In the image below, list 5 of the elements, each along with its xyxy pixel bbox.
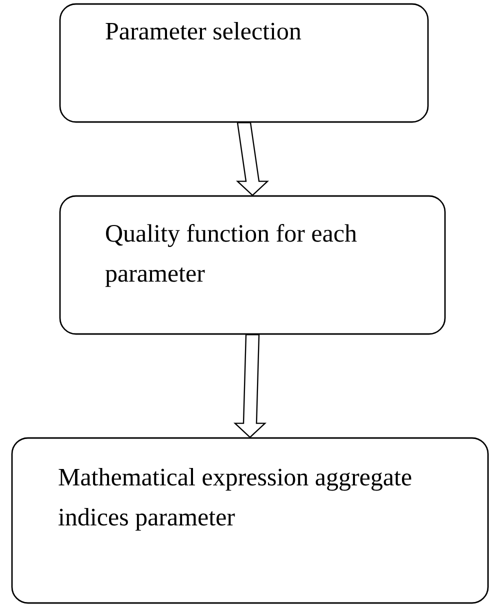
process-box: Quality function for each parameter bbox=[59, 195, 446, 335]
hollow-arrow bbox=[236, 122, 270, 196]
process-box: Parameter selection bbox=[59, 3, 429, 123]
process-box: Mathematical expression aggregate indices parameter bbox=[11, 437, 489, 604]
hollow-arrow bbox=[233, 334, 267, 438]
